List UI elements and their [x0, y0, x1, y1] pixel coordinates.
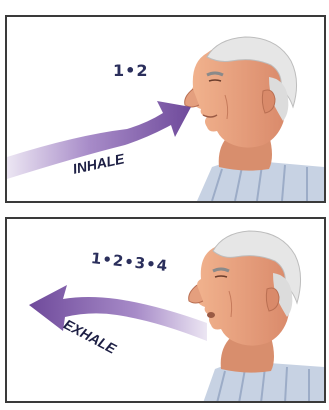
- inhale-count: 1•2: [113, 61, 149, 80]
- man-figure: [189, 231, 324, 403]
- exhale-illustration: [7, 219, 324, 403]
- exhale-arrow: [29, 285, 207, 341]
- inhale-illustration: [7, 17, 324, 201]
- inhale-panel: 1•2 INHALE: [5, 15, 326, 203]
- man-figure: [185, 37, 324, 201]
- exhale-panel: 1•2•3•4 EXHALE: [5, 217, 326, 403]
